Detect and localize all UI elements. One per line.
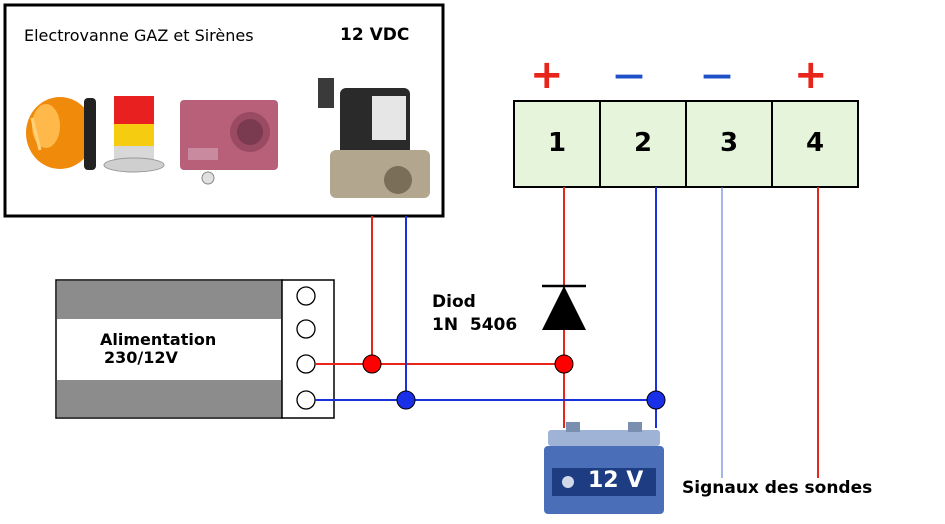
- negative-wires: [315, 187, 657, 428]
- diode-part: 1N 5406: [432, 315, 518, 335]
- power-terminal-1: [296, 286, 316, 306]
- junction-blue-2: [646, 390, 666, 410]
- terminal-2-polarity: —: [614, 58, 644, 93]
- power-terminal-3: [296, 354, 316, 374]
- junction-blue-1: [396, 390, 416, 410]
- power-supply-label: Alimentation: [100, 330, 217, 349]
- devices-box-voltage: 12 VDC: [340, 25, 410, 45]
- power-terminal-2: [296, 319, 316, 339]
- diode-symbol: [542, 284, 586, 330]
- terminal-4-number: 4: [805, 128, 825, 158]
- devices-box-title: Electrovanne GAZ et Sirènes: [24, 26, 254, 45]
- terminal-2-number: 2: [633, 128, 653, 158]
- siren-box-icon: [180, 100, 278, 185]
- battery-label: 12 V: [588, 468, 644, 493]
- junction-red-2: [554, 354, 574, 374]
- probe-signals-label: Signaux des sondes: [682, 478, 873, 498]
- junction-red-1: [362, 354, 382, 374]
- diode-label: Diod: [432, 292, 476, 312]
- terminal-3-polarity: —: [702, 58, 732, 93]
- stack-light-icon: [103, 96, 165, 173]
- power-terminal-4: [296, 390, 316, 410]
- power-supply-rating: 230/12V: [104, 348, 178, 367]
- terminal-block: [513, 100, 859, 188]
- orange-flash-light-icon: [26, 97, 96, 170]
- power-supply: [55, 279, 335, 419]
- terminal-3-number: 3: [719, 128, 739, 158]
- gas-solenoid-valve-icon: [318, 78, 430, 198]
- terminal-1-polarity: +: [530, 52, 564, 98]
- terminal-4-polarity: +: [794, 52, 828, 98]
- battery-icon: [544, 422, 664, 514]
- terminal-1-number: 1: [547, 128, 567, 158]
